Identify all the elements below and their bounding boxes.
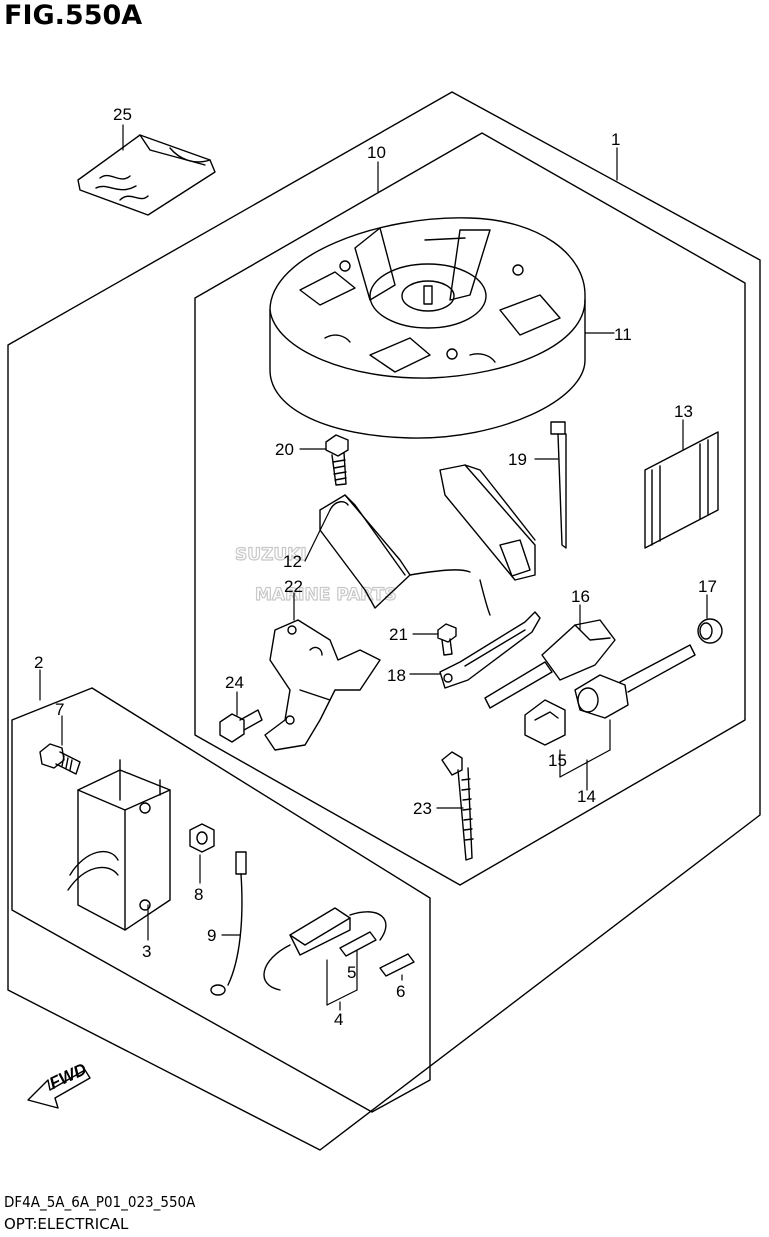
callout-8: 8 bbox=[194, 885, 203, 904]
bolt-part-24 bbox=[219, 709, 263, 743]
callout-2: 2 bbox=[34, 653, 43, 672]
bracket-part-22 bbox=[264, 619, 381, 751]
coil-part-12 bbox=[319, 464, 536, 616]
callout-18: 18 bbox=[387, 666, 406, 685]
callout-4: 4 bbox=[334, 1010, 343, 1029]
callout-3: 3 bbox=[142, 942, 151, 961]
callout-15: 15 bbox=[548, 751, 567, 770]
callout-17: 17 bbox=[698, 577, 717, 596]
bag-part-25 bbox=[77, 134, 216, 216]
watermark-line1: SUZUKI bbox=[235, 545, 307, 565]
bolt-part-7 bbox=[39, 743, 81, 775]
callout-6: 6 bbox=[396, 982, 405, 1001]
figure-title: FIG.550A bbox=[4, 0, 143, 31]
leader-lines bbox=[39, 124, 708, 1011]
callout-9: 9 bbox=[207, 926, 216, 945]
callout-23: 23 bbox=[413, 799, 432, 818]
bolt-part-21 bbox=[437, 623, 457, 656]
fuse-part-5 bbox=[339, 931, 377, 957]
fwd-arrow: FWD bbox=[27, 1059, 91, 1109]
callout-1: 1 bbox=[611, 130, 620, 149]
cable-tie-part-23 bbox=[441, 751, 474, 861]
callout-16: 16 bbox=[571, 587, 590, 606]
callout-22: 22 bbox=[284, 577, 303, 596]
callout-11: 11 bbox=[614, 325, 632, 344]
label-part-13 bbox=[644, 431, 719, 549]
grommet-part-17 bbox=[697, 618, 723, 644]
fwd-label: FWD bbox=[46, 1059, 89, 1093]
kit-outline-2 bbox=[11, 687, 431, 1113]
kit-outline-10 bbox=[194, 132, 746, 886]
nut-part-8 bbox=[189, 823, 215, 853]
callout-20: 20 bbox=[275, 440, 294, 459]
flywheel-part-11 bbox=[269, 217, 586, 439]
callout-21: 21 bbox=[389, 625, 408, 644]
connector-part-16 bbox=[484, 619, 616, 709]
callout-7: 7 bbox=[55, 700, 64, 719]
bolt-part-20 bbox=[325, 434, 349, 486]
regulator-part-3 bbox=[67, 759, 171, 931]
fuse-holder-part-4 bbox=[263, 907, 387, 991]
model-code: DF4A_5A_6A_P01_023_550A bbox=[4, 1193, 196, 1211]
wire-lead-part-18 bbox=[439, 611, 541, 689]
callout-12: 12 bbox=[283, 552, 302, 571]
callout-25: 25 bbox=[113, 105, 132, 124]
figure-description: OPT:ELECTRICAL bbox=[4, 1215, 129, 1233]
connector-part-14 bbox=[524, 644, 696, 746]
fuse-part-6 bbox=[379, 953, 415, 977]
callout-19: 19 bbox=[508, 450, 527, 469]
callout-24: 24 bbox=[225, 673, 244, 692]
watermark: SUZUKI MARINE PARTS bbox=[234, 544, 397, 605]
ground-wire-part-9 bbox=[210, 851, 247, 996]
callout-13: 13 bbox=[674, 402, 693, 421]
cable-tie-part-19 bbox=[550, 421, 567, 549]
kit-outline-1 bbox=[7, 91, 761, 1151]
callout-5: 5 bbox=[347, 963, 356, 982]
callout-10: 10 bbox=[367, 143, 386, 162]
callout-labels: 1 2 3 4 5 6 7 8 9 10 11 12 13 14 15 16 1… bbox=[34, 105, 717, 1029]
callout-14: 14 bbox=[577, 787, 596, 806]
watermark-line2: MARINE PARTS bbox=[255, 585, 396, 605]
